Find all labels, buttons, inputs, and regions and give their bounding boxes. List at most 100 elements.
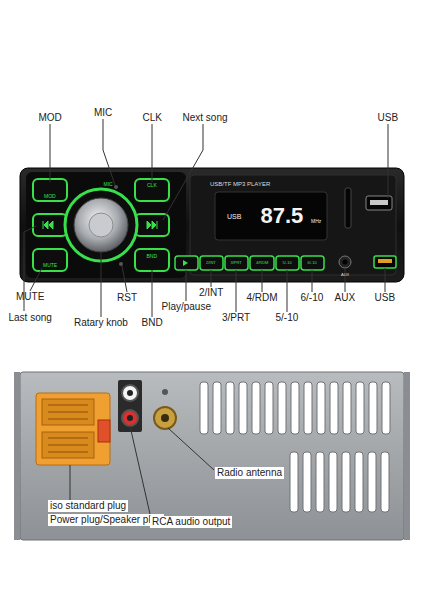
vent-slot [278, 382, 286, 434]
callout-label: USB [375, 293, 396, 303]
aux-hole [343, 260, 348, 265]
leader-line [168, 428, 214, 470]
button-text: MOD [44, 194, 56, 199]
play-icon [183, 260, 188, 266]
callout-label: 5/-10 [276, 313, 299, 323]
vent-slot [343, 382, 351, 434]
leader-line [50, 124, 51, 182]
callout-label: 2/INT [199, 288, 223, 298]
callout-label: MUTE [16, 292, 44, 302]
lcd-window [215, 192, 327, 240]
vent-slot [381, 452, 389, 512]
usb-charge-port [374, 256, 396, 268]
callout-label: iso standard plug [48, 500, 128, 512]
preset-buttons [175, 256, 324, 270]
preset-button [225, 256, 248, 270]
leader-line [345, 268, 346, 292]
button-text: MUTE [43, 263, 57, 268]
leader-line [287, 270, 288, 312]
vent-slots [200, 382, 390, 512]
vent-slot [382, 382, 390, 434]
vent-slot [265, 382, 273, 434]
iso-pins [48, 405, 88, 452]
leader-line [388, 124, 389, 198]
iso-clip [98, 420, 110, 442]
callout-label: MOD [39, 113, 62, 123]
usb-port [366, 196, 392, 210]
tf-slot [345, 188, 351, 228]
leader-line [236, 270, 237, 312]
callout-label: BND [142, 318, 163, 328]
leader-line [152, 124, 153, 182]
button-text: 2/INT [206, 261, 216, 265]
button-text: 3/PRT [231, 261, 242, 265]
bnd-button [135, 249, 169, 271]
callout-label: 6/-10 [301, 293, 324, 303]
vent-slot [316, 452, 324, 512]
panel-text: USB/TF MP3 PLAYER [210, 181, 270, 187]
callout-label: Next song [183, 113, 228, 123]
rca-jack-white [122, 385, 138, 401]
callout-label: Last song [9, 313, 52, 323]
vent-slot [252, 382, 260, 434]
vent-slot [304, 382, 312, 434]
button-text: BND [147, 254, 158, 259]
callout-label: CLK [143, 113, 162, 123]
panel-body [20, 168, 404, 282]
display-text: MHz [311, 219, 321, 224]
rca-hole [127, 390, 133, 396]
mod-button [33, 179, 67, 201]
button-text: 5/-10 [283, 261, 292, 265]
preset-button [200, 256, 223, 270]
clk-button [135, 179, 169, 201]
prev-icon [43, 221, 53, 229]
callout-label: RCA audio output [150, 516, 232, 528]
vent-slot [369, 382, 377, 434]
vent-slot [330, 382, 338, 434]
display-text: USB [227, 213, 241, 220]
vent-slot [342, 452, 350, 512]
leader-line [163, 124, 203, 220]
callout-label: MIC [94, 108, 112, 118]
frequency-readout: 87.5 [261, 205, 304, 227]
chassis-back [20, 372, 404, 540]
leader-line [211, 270, 212, 287]
aux-jack [339, 256, 351, 268]
vent-slot [329, 452, 337, 512]
control-area [26, 172, 186, 278]
antenna-socket [154, 407, 176, 429]
button-text: 4/RDM [256, 261, 268, 265]
iso-connector [36, 393, 110, 465]
leader-lines [24, 119, 388, 317]
vent-slot [317, 382, 325, 434]
vent-slot [239, 382, 247, 434]
rotary-knob [74, 198, 128, 252]
knob-center [89, 213, 113, 237]
button-text: 6/-10 [308, 261, 317, 265]
callout-label: Ratary knob [74, 318, 128, 328]
preset-button [301, 256, 324, 270]
leader-line [122, 266, 127, 292]
rca-hole [127, 415, 133, 421]
vent-slot [290, 452, 298, 512]
antenna-hole [161, 414, 169, 422]
callout-label: Radio antenna [215, 467, 284, 479]
rst-hole [119, 262, 123, 266]
vent-slot [291, 382, 299, 434]
last-song-button [33, 214, 67, 236]
vent-slot [368, 452, 376, 512]
leader-line [130, 426, 150, 514]
chassis-edge [404, 372, 410, 540]
leader-line [385, 268, 386, 292]
button-text: CLK [147, 183, 157, 188]
callout-label: Power plug/Speaker plug [48, 514, 164, 526]
chassis-edge [14, 372, 20, 540]
leader-line [312, 270, 313, 292]
front-panel [20, 168, 404, 282]
preset-button [250, 256, 274, 270]
mic-hole [114, 185, 118, 189]
vent-slot [303, 452, 311, 512]
next-song-button [135, 214, 169, 236]
leader-line [101, 252, 102, 317]
